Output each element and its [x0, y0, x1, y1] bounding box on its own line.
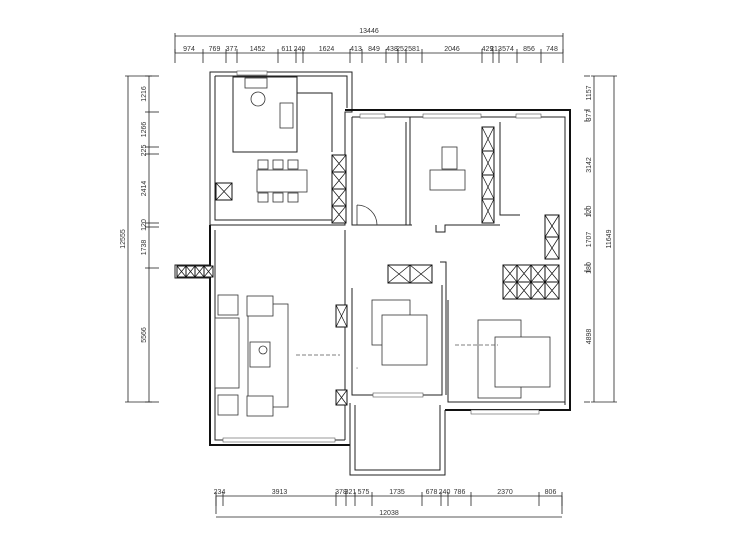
cabinet — [331, 154, 347, 173]
wardrobes — [176, 126, 560, 406]
dimension-label: 1266 — [141, 122, 148, 138]
cabinet — [387, 264, 411, 284]
cabinet — [203, 265, 214, 278]
dimension-label: 1624 — [319, 46, 335, 53]
dimension-label: 3913 — [272, 489, 288, 496]
dimension-label: 678 — [426, 489, 438, 496]
cabinet — [544, 281, 560, 300]
dimension-label: 234 — [214, 489, 226, 496]
cabinet — [481, 150, 495, 176]
dimension-label: 786 — [454, 489, 466, 496]
dimension-label: 2414 — [141, 181, 148, 197]
dimension-label: 581 — [408, 46, 420, 53]
total-dimension-label: 12555 — [120, 229, 127, 249]
windows — [222, 70, 542, 443]
cabinet — [481, 126, 495, 152]
dimension-label: 3142 — [586, 157, 593, 173]
total-dimension-label: 13446 — [359, 28, 379, 35]
dimension-label: 2046 — [444, 46, 460, 53]
cabinet — [502, 264, 518, 283]
dimension-label: 806 — [545, 489, 557, 496]
dimension-label: 413 — [350, 46, 362, 53]
cabinet — [194, 265, 205, 278]
cabinet — [335, 389, 348, 406]
dimension-label: 321 — [345, 489, 357, 496]
dimension-label: 748 — [546, 46, 558, 53]
dimension-label: 974 — [183, 46, 195, 53]
dimension-label: 5566 — [141, 327, 148, 343]
coffee-table — [249, 341, 271, 368]
dimension-label: 252 — [396, 46, 408, 53]
cabinet — [335, 304, 348, 328]
door-swing — [356, 204, 378, 226]
bed-2 — [494, 336, 551, 388]
cabinet — [481, 174, 495, 200]
dimension-label: 4898 — [586, 329, 593, 345]
dimension-label: 856 — [523, 46, 535, 53]
cabinet — [409, 264, 433, 284]
cabinet — [516, 281, 532, 300]
dimension-label: 769 — [209, 46, 221, 53]
dimension-label: 1738 — [141, 240, 148, 256]
dimension-label: 1157 — [586, 85, 593, 100]
total-dimension-label: 12038 — [379, 510, 399, 517]
dimension-label: 429 — [482, 46, 494, 53]
cabinet — [331, 205, 347, 224]
cabinet — [331, 171, 347, 190]
cabinet — [544, 264, 560, 283]
dimension-label: 1707 — [586, 232, 593, 248]
cabinet — [530, 264, 546, 283]
total-dimension-label: 11649 — [606, 229, 613, 248]
dimension-label: 438 — [386, 46, 398, 53]
kitchen-island — [429, 169, 466, 191]
dimension-label: 377 — [226, 46, 238, 53]
dimension-label: 180 — [586, 262, 593, 274]
cabinet — [530, 281, 546, 300]
dimension-label: 2370 — [497, 489, 513, 496]
dimension-label: 849 — [368, 46, 380, 53]
furniture — [214, 77, 551, 417]
cabinet — [481, 198, 495, 224]
dimension-label: 120 — [586, 206, 593, 218]
cabinet — [544, 236, 560, 260]
dimension-label: 574 — [502, 46, 514, 53]
cabinet — [176, 265, 187, 278]
dimension-label: 1216 — [141, 86, 148, 102]
cabinet — [544, 214, 560, 238]
dimension-label: 240 — [439, 489, 451, 496]
dimension-label: 240 — [294, 46, 306, 53]
cabinet — [516, 264, 532, 283]
cabinet — [215, 182, 233, 201]
cabinet — [185, 265, 196, 278]
dimension-label: 1452 — [250, 46, 266, 53]
dimension-label: 575 — [358, 489, 370, 496]
dimension-label: 225 — [141, 145, 148, 157]
dimension-label: 377 — [586, 110, 593, 122]
dining-table — [256, 169, 308, 193]
bed-1 — [381, 314, 428, 366]
cabinet — [331, 188, 347, 207]
dimension-label: 1735 — [389, 489, 405, 496]
dimension-label: 611 — [281, 46, 292, 53]
dimension-label: 120 — [141, 219, 148, 231]
dimension-label: 213 — [490, 46, 502, 53]
toilet — [250, 91, 266, 107]
cabinet — [502, 281, 518, 300]
sofa — [214, 317, 240, 389]
dimension-label: 378 — [335, 489, 347, 496]
